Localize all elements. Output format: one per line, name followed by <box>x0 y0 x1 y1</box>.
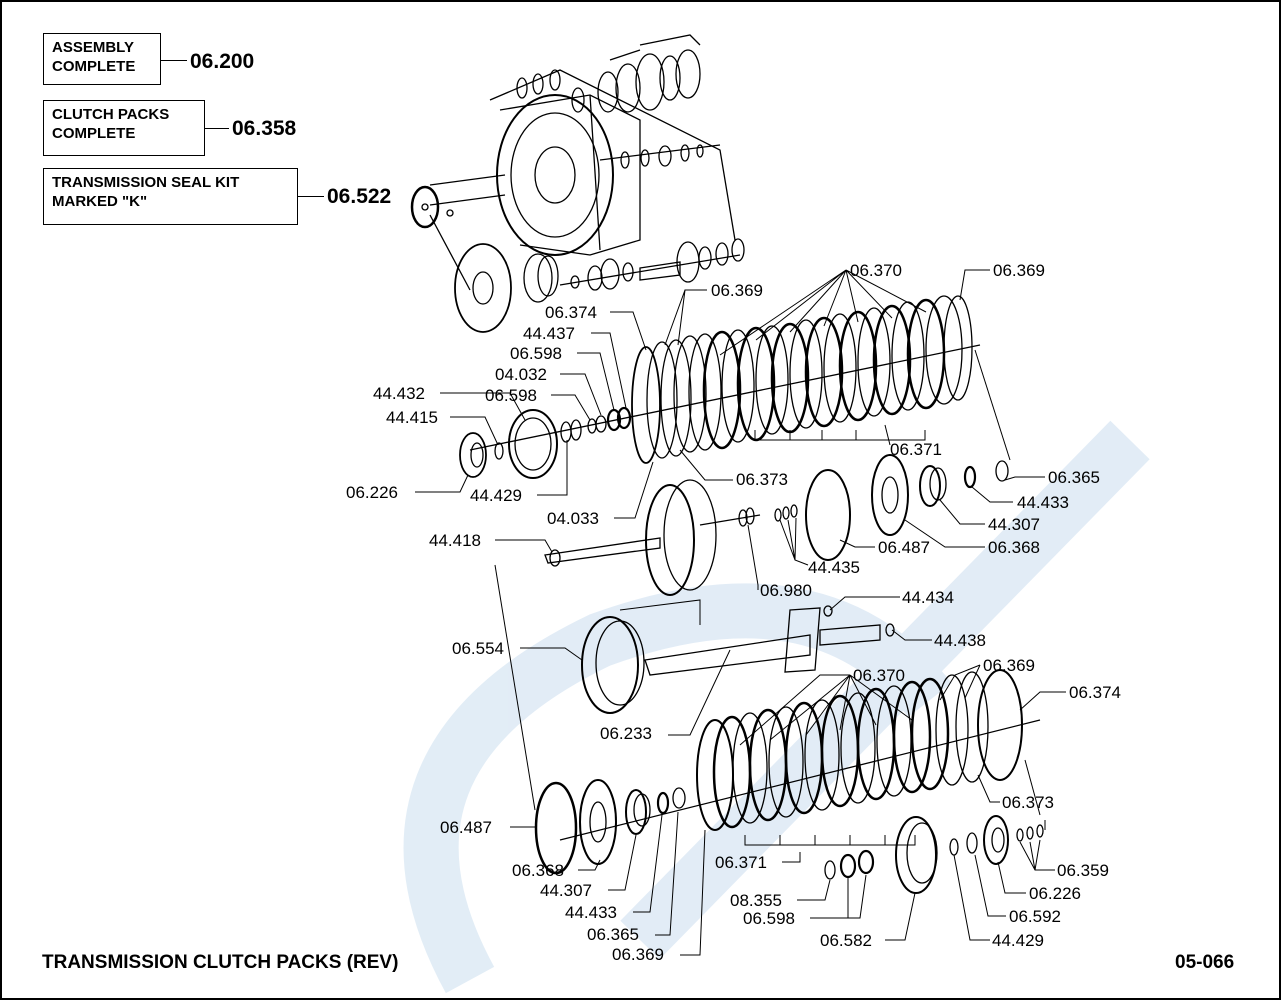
drive-plate-row <box>454 238 745 333</box>
part-label: 06.598 <box>743 909 795 928</box>
part-label: 06.371 <box>890 440 942 459</box>
pump-assembly <box>516 34 701 113</box>
part-label: 06.370 <box>850 261 902 280</box>
seal-kit-leader <box>298 196 324 197</box>
part-label: 44.433 <box>1017 493 1069 512</box>
part-label: 06.487 <box>878 538 930 557</box>
part-label: 06.226 <box>1029 884 1081 903</box>
part-label: 06.368 <box>512 861 564 880</box>
assembly-number: 06.200 <box>190 50 255 73</box>
diagram-title: TRANSMISSION CLUTCH PACKS (REV) <box>42 952 399 973</box>
shaft-assembly-upper <box>599 144 721 169</box>
part-label: 06.598 <box>485 386 537 405</box>
part-label: 06.369 <box>993 261 1045 280</box>
lower-clutch-pack <box>559 669 1041 841</box>
part-label: 06.598 <box>510 344 562 363</box>
part-label: 06.359 <box>1057 861 1109 880</box>
part-label: 04.033 <box>547 509 599 528</box>
part-label: 06.487 <box>440 818 492 837</box>
clutch-packs-number: 06.358 <box>232 117 297 140</box>
part-label: 06.582 <box>820 931 872 950</box>
part-label: 06.365 <box>587 925 639 944</box>
part-label: 06.369 <box>983 656 1035 675</box>
part-label: 06.554 <box>452 639 504 658</box>
part-label: 06.365 <box>1048 468 1100 487</box>
part-label: 44.437 <box>523 324 575 343</box>
part-label: 44.429 <box>470 486 522 505</box>
front-housing <box>421 69 736 291</box>
part-label: 06.980 <box>760 581 812 600</box>
part-label: 44.434 <box>902 588 954 607</box>
part-label: 44.415 <box>386 408 438 427</box>
part-label: 44.418 <box>429 531 481 550</box>
part-label: 44.433 <box>565 903 617 922</box>
assembly-complete-box: ASSEMBLY COMPLETE <box>43 33 161 85</box>
middle-drum-shaft <box>544 479 798 596</box>
seal-kit-box: TRANSMISSION SEAL KIT MARKED "K" <box>43 168 298 225</box>
part-label: 06.370 <box>853 666 905 685</box>
part-label: 44.307 <box>988 515 1040 534</box>
part-label: 44.429 <box>992 931 1044 950</box>
clutch-packs-leader <box>205 128 229 129</box>
part-label: 06.369 <box>612 945 664 964</box>
part-label: 06.373 <box>736 470 788 489</box>
part-label: 06.368 <box>988 538 1040 557</box>
output-shaft-assembly <box>581 605 895 714</box>
part-label: 44.435 <box>808 558 860 577</box>
part-label: 04.032 <box>495 365 547 384</box>
part-label: 08.355 <box>730 891 782 910</box>
middle-piston-assembly <box>805 454 1009 561</box>
seal-kit-number: 06.522 <box>327 185 392 208</box>
page-code: 05-066 <box>1175 952 1235 973</box>
lower-piston-assembly <box>534 779 686 875</box>
part-label: 06.373 <box>1002 793 1054 812</box>
upper-gear-assembly <box>459 406 632 479</box>
assembly-leader <box>161 60 187 61</box>
lower-gear-assembly <box>824 815 1044 894</box>
part-label: 44.432 <box>373 384 425 403</box>
part-label: 06.369 <box>711 281 763 300</box>
seal-ring <box>410 185 440 229</box>
clutch-packs-complete-box: CLUTCH PACKS COMPLETE <box>43 100 205 156</box>
part-label: 06.592 <box>1009 907 1061 926</box>
leader-lines <box>415 269 1066 956</box>
part-label: 06.226 <box>346 483 398 502</box>
part-label: 44.438 <box>934 631 986 650</box>
part-label: 06.233 <box>600 724 652 743</box>
part-label: 44.307 <box>540 881 592 900</box>
part-label: 06.371 <box>715 853 767 872</box>
part-label: 06.374 <box>1069 683 1121 702</box>
part-label: 06.374 <box>545 303 597 322</box>
